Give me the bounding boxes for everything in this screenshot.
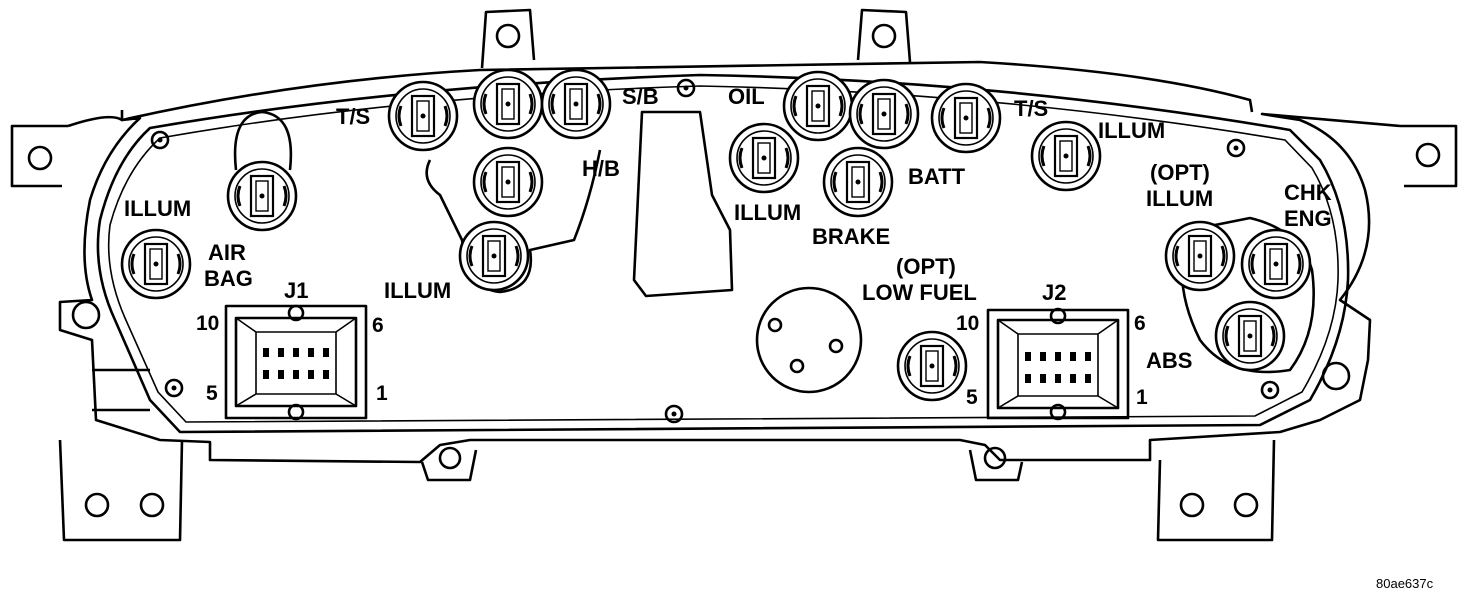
bulb-socket-oil bbox=[782, 70, 854, 142]
connector-j1-pin bbox=[323, 348, 329, 357]
connector-j1-pins bbox=[263, 348, 329, 379]
label-illum-left: ILLUM bbox=[124, 196, 191, 221]
connector-j1 bbox=[224, 304, 368, 421]
connector-j1-pin bbox=[293, 370, 299, 379]
connector-j1-pin-5: 5 bbox=[206, 382, 218, 405]
bulb-socket-illum-left bbox=[226, 160, 298, 232]
connector-j2-pin bbox=[1055, 352, 1061, 361]
connector-j2-pins bbox=[1025, 352, 1091, 383]
bulb-socket-air-bag bbox=[120, 228, 192, 300]
bulb-socket-illum-center-left bbox=[458, 220, 530, 292]
connector-j2 bbox=[986, 307, 1130, 421]
connector-j2-pin bbox=[1070, 352, 1076, 361]
label-batt: BATT bbox=[908, 164, 966, 189]
label-illum-center: ILLUM bbox=[734, 200, 801, 225]
connector-j2-pin bbox=[1025, 374, 1031, 383]
connector-j1-pin bbox=[278, 370, 284, 379]
connector-j2-pin bbox=[1040, 352, 1046, 361]
connector-j1-pin bbox=[308, 370, 314, 379]
label-air-bag-line1: AIR bbox=[208, 240, 246, 265]
figure-code: 80ae637c bbox=[1376, 576, 1434, 591]
label-oil: OIL bbox=[728, 84, 765, 109]
label-air-bag-line2: BAG bbox=[204, 266, 253, 291]
bulb-socket-illum-top-right bbox=[1030, 120, 1102, 192]
connector-j2-pin-10: 10 bbox=[956, 312, 979, 335]
connector-j1-pin-6: 6 bbox=[372, 314, 384, 337]
connector-j2-pin bbox=[1085, 352, 1091, 361]
connector-j2-pin-6: 6 bbox=[1134, 312, 1146, 335]
bulb-socket-abs bbox=[1214, 300, 1286, 372]
label-sb: S/B bbox=[622, 84, 659, 109]
label-illum-top-right: ILLUM bbox=[1098, 118, 1165, 143]
bulb-socket-illum-center bbox=[728, 122, 800, 194]
label-ts-right: T/S bbox=[1014, 96, 1048, 121]
bulb-socket-hb bbox=[472, 146, 544, 218]
connector-j2-pin bbox=[1085, 374, 1091, 383]
connector-j1-name: J1 bbox=[284, 278, 308, 303]
connector-j2-pin-5: 5 bbox=[966, 386, 978, 409]
bulb-socket-ts-right bbox=[930, 82, 1002, 154]
connector-j1-pin bbox=[308, 348, 314, 357]
bulb-socket-right-3 bbox=[848, 78, 920, 150]
bulb-socket-ts-left bbox=[387, 80, 459, 152]
label-ts-left: T/S bbox=[336, 104, 370, 129]
connector-j2-pin-1: 1 bbox=[1136, 386, 1148, 409]
bulb-sockets bbox=[120, 68, 1312, 402]
bulb-socket-brake bbox=[822, 146, 894, 218]
label-opt-illum-line1: (OPT) bbox=[1150, 160, 1210, 185]
connector-j2-pin bbox=[1040, 374, 1046, 383]
socket-labels: T/S S/B H/B OIL T/S ILLUM ILLUM AIR BAG … bbox=[124, 84, 1332, 373]
label-hb: H/B bbox=[582, 156, 620, 181]
bulb-socket-opt-illum bbox=[1164, 220, 1236, 292]
connector-j2-pin bbox=[1025, 352, 1031, 361]
bulb-socket-left-2 bbox=[472, 68, 544, 140]
screw-holes bbox=[150, 78, 1280, 424]
bulb-socket-sb bbox=[540, 68, 612, 140]
connector-j1-pin-1: 1 bbox=[376, 382, 388, 405]
label-illum-center-left: ILLUM bbox=[384, 278, 451, 303]
label-abs: ABS bbox=[1146, 348, 1192, 373]
label-chk-eng-line2: ENG bbox=[1284, 206, 1332, 231]
label-brake: BRAKE bbox=[812, 224, 890, 249]
connector-j1-pin-10: 10 bbox=[196, 312, 219, 335]
connector-j1-pin bbox=[323, 370, 329, 379]
connector-j2-name: J2 bbox=[1042, 280, 1066, 305]
connector-j1-pin bbox=[293, 348, 299, 357]
connector-j1-pin bbox=[263, 370, 269, 379]
connector-labels: J1 10 6 5 1 J2 10 6 5 1 bbox=[196, 278, 1148, 409]
label-chk-eng-line1: CHK bbox=[1284, 180, 1332, 205]
bulb-socket-opt-low-fuel bbox=[896, 330, 968, 402]
connector-j1-pin bbox=[278, 348, 284, 357]
label-opt-illum-line2: ILLUM bbox=[1146, 186, 1213, 211]
connector-j2-pin bbox=[1055, 374, 1061, 383]
label-opt-low-fuel-line2: LOW FUEL bbox=[862, 280, 977, 305]
label-opt-low-fuel-line1: (OPT) bbox=[896, 254, 956, 279]
connector-j2-pin bbox=[1070, 374, 1076, 383]
connector-j1-pin bbox=[263, 348, 269, 357]
bulb-socket-chk-eng bbox=[1240, 228, 1312, 300]
